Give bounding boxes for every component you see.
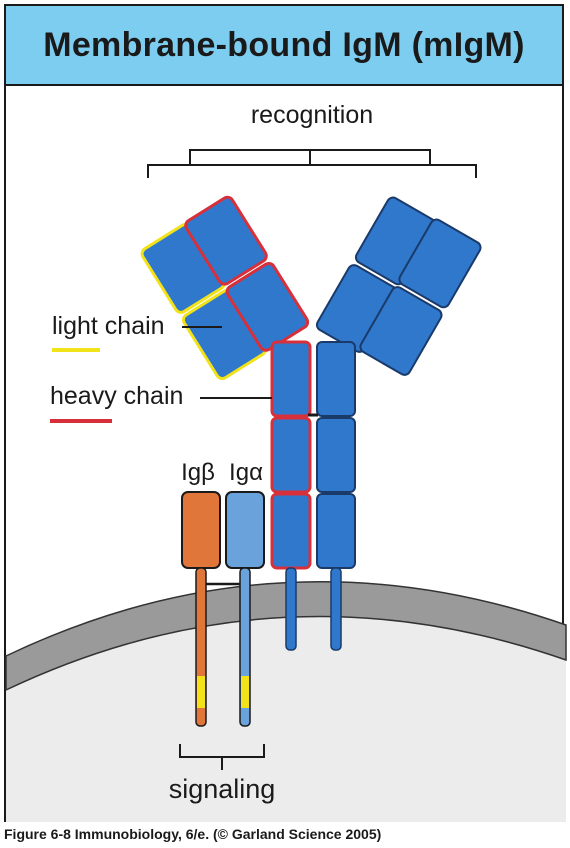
signaling-bracket	[179, 744, 265, 770]
heavy-chain-label: heavy chain	[50, 382, 183, 410]
light-chain-right	[359, 218, 482, 376]
heavy-chain-arm-left	[184, 195, 310, 352]
ig-alpha-label: Igα	[229, 459, 263, 486]
figure-title: Membrane-bound IgM (mIgM)	[43, 25, 525, 64]
heavy-chain-stem-left	[270, 340, 312, 651]
figure-caption: Figure 6-8 Immunobiology, 6/e. (© Garlan…	[4, 826, 382, 842]
heavy-chain-arm-right	[315, 196, 437, 353]
cytoplasm	[6, 616, 566, 822]
ig-beta-protein	[181, 491, 221, 727]
heavy-chain-stem-right	[316, 341, 356, 651]
light-chain-label: light chain	[52, 312, 165, 340]
cell-membrane	[5, 580, 567, 692]
ig-alpha-protein	[225, 491, 265, 727]
signaling-label: signaling	[169, 774, 276, 804]
title-banner: Membrane-bound IgM (mIgM)	[6, 6, 562, 86]
recognition-label: recognition	[251, 101, 373, 129]
ig-beta-label: Igβ	[181, 459, 215, 486]
recognition-bracket	[147, 149, 477, 178]
